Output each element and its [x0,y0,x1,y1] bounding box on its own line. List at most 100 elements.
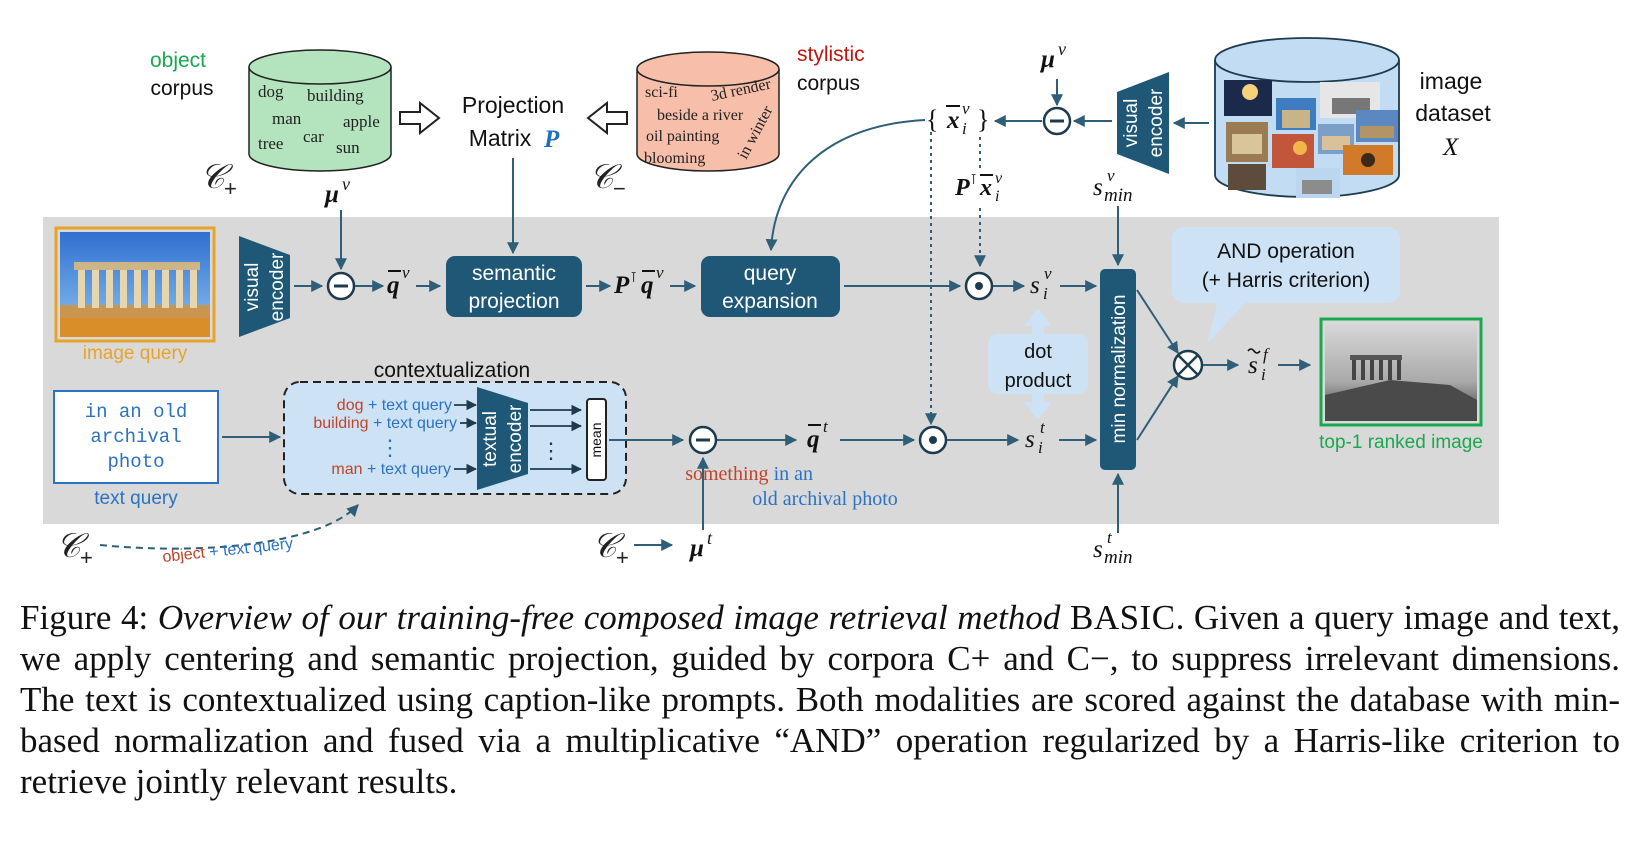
c-plus-sign: + [224,176,237,201]
mu-v-top: μ [1039,46,1055,73]
svg-text:visual: visual [1121,99,1142,148]
svg-text:t: t [1040,418,1046,437]
svg-text:P: P [613,272,630,299]
s-min-t: s t min [1093,528,1133,568]
dot-product-image [964,271,994,301]
svg-text:i: i [1038,438,1043,457]
svg-text:i: i [995,188,999,205]
caption-body: . Given a query image and text, we apply… [20,598,1621,801]
svg-text:s: s [1248,352,1258,379]
mu-v: μ [323,181,339,208]
contextual-caption: something in an [685,463,813,485]
stylistic-corpus-label: stylistic [797,43,865,66]
c-plus-sign-left: + [80,545,93,570]
svg-text:min: min [1104,547,1133,568]
prompt-row: building + text query [313,415,457,432]
stylistic-corpus-cylinder [636,51,780,172]
svg-text:i: i [962,119,967,138]
svg-text:encoder: encoder [267,252,288,321]
centering-minus-top [1042,106,1072,136]
multiplication-fusion [1172,349,1204,381]
svg-text:AND operation: AND operation [1217,240,1355,263]
svg-text:i: i [1043,284,1048,303]
svg-text:s: s [1030,272,1040,299]
query-expansion-block: query expansion [701,256,840,317]
hollow-arrow-right [399,100,441,136]
svg-text:v: v [656,263,664,282]
c-plus-sign-bottom: + [616,545,629,570]
svg-text:projection: projection [468,290,559,313]
svg-text:i: i [1261,365,1266,384]
text-score: s t i [1025,418,1046,457]
visual-encoder-top: visual encoder [1117,72,1169,174]
top1-ranked-label: top-1 ranked image [1319,432,1483,453]
svg-text:v: v [995,170,1003,187]
semantic-projection-block: semantic projection [446,256,582,317]
svg-text:s: s [1025,426,1035,453]
prompt-row: dog + text query [337,397,452,414]
hollow-arrow-left [586,100,628,136]
svg-text:s: s [1093,536,1103,563]
svg-text:product: product [1005,370,1072,392]
svg-text:v: v [962,99,970,118]
projection-matrix-label-2: Matrix [469,125,532,151]
image-dataset-label: image [1420,68,1483,94]
svg-text:semantic: semantic [472,262,556,285]
svg-text:v: v [402,263,410,282]
corpus-word: oil painting [646,128,719,145]
corpus-word: building [307,86,364,105]
svg-text:s: s [1093,174,1103,201]
mu-t: μ [688,535,704,562]
svg-text:}: } [977,105,989,134]
contextualization-title: contextualization [374,359,530,382]
s-min-v: s v min [1093,166,1133,206]
dataset-symbol-X: X [1442,134,1460,161]
svg-text:{: { [926,105,938,134]
min-normalization-block: min normalization [1100,269,1136,470]
image-score: s v i [1030,264,1052,303]
contextual-caption-2: old archival photo [752,488,898,510]
prompt-row: man + text query [331,461,451,478]
projected-db-features: P ⊺ x v i [954,170,1003,205]
dot-product-bubble: dot product [988,308,1088,420]
svg-text:min: min [1104,185,1133,206]
svg-text:archival: archival [90,426,181,448]
svg-text:textual: textual [480,411,501,467]
svg-text:min normalization: min normalization [1109,295,1130,444]
projection-matrix-label: Projection [462,92,564,118]
svg-text:q: q [807,426,820,453]
caption-title: Overview of our training-free composed i… [157,598,1061,637]
corpus-word: beside a river [657,107,744,124]
svg-text:mean: mean [588,422,604,457]
svg-text:encoder: encoder [505,404,526,473]
svg-text:query: query [744,262,797,285]
svg-text:q: q [641,272,654,299]
mu-t-sup: t [707,528,713,548]
caption-lead: Figure 4: [20,598,158,637]
centering-minus-text [688,425,718,455]
svg-text:⊺: ⊺ [970,171,977,187]
image-dataset-label-2: dataset [1415,100,1491,126]
figure-caption: Figure 4: Overview of our training-free … [20,597,1620,802]
top1-ranked-image [1319,317,1483,427]
text-query-label: text query [94,488,178,509]
fused-score: s f i [1247,345,1270,384]
svg-text:v: v [1044,264,1052,283]
corpus-word: man [272,109,302,128]
svg-text:(+ Harris criterion): (+ Harris criterion) [1202,269,1371,292]
feature-ellipsis: ⋮ [540,438,562,463]
text-query-vector: q t [807,417,829,453]
database-features-set: { x v i } [926,99,989,138]
svg-text:q: q [387,272,400,299]
svg-text:v: v [1107,166,1115,185]
method-diagram: object corpus dog building man apple tre… [43,37,1499,570]
and-operation-bubble: AND operation (+ Harris criterion) [1172,227,1400,344]
svg-text:⊺: ⊺ [630,269,637,285]
corpus-word: tree [258,134,283,153]
corpus-word: sci-fi [645,84,678,101]
visual-encoder: visual encoder [239,236,290,337]
object-corpus-cylinder [248,49,392,172]
mu-v-sup: v [342,174,350,194]
svg-text:t: t [823,417,829,436]
svg-text:in an old: in an old [85,401,188,423]
